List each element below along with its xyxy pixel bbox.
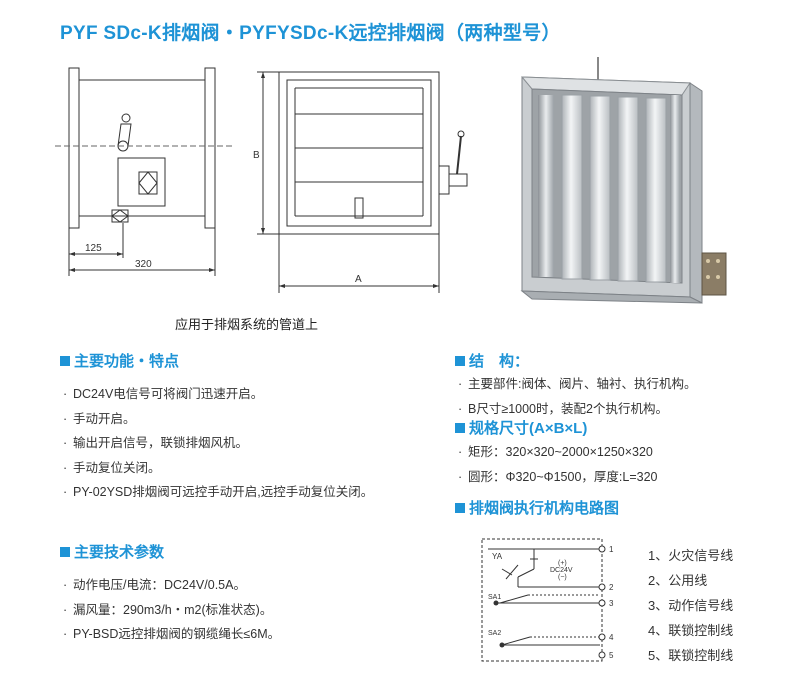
tech-heading: 主要技术参数 [60,541,164,562]
list-item: 手动复位关闭。 [63,456,373,481]
list-item: 手动开启。 [63,407,373,432]
product-photo [520,57,727,304]
drawing-caption: 应用于排烟系统的管道上 [175,317,319,332]
list-item: 输出开启信号，联锁排烟风机。 [63,431,373,456]
list-item: PY-02YSD排烟阀可远控手动开启,远控手动复位关闭。 [63,480,373,505]
side-view-drawing: 125 320 [55,67,235,276]
list-item: 主要部件:阀体、阀片、轴衬、执行机构。 [458,372,696,397]
circuit-heading: 排烟阀执行机构电路图 [455,497,619,518]
dim-a-label: A [355,274,362,285]
plus-label: (+) [558,560,567,567]
ya-label: YA [492,552,503,561]
circuit-legend: 1、火灾信号线 2、公用线 3、动作信号线 4、联锁控制线 5、联锁控制线 [648,545,733,670]
terminal-label: 5 [609,651,614,660]
legend-item: 1、火灾信号线 [648,548,734,563]
terminal-label: 4 [609,633,614,642]
bullet-square-icon [455,356,465,366]
page-title: PYF SDc-K排烟阀・PYFYSDc-K远控排烟阀（两种型号） [60,23,561,44]
tech-list: 动作电压/电流：DC24V/0.5A。 漏风量：290m3/h・m2(标准状态)… [63,573,280,647]
list-item: 圆形：Φ320~Φ1500，厚度:L=320 [458,465,658,490]
list-item: 动作电压/电流：DC24V/0.5A。 [63,573,280,598]
list-item: PY-BSD远控排烟阀的钢缆绳长≤6M。 [63,622,280,647]
specs-heading: 规格尺寸(A×B×L) [455,417,587,438]
terminal-label: 2 [609,583,614,592]
legend-item: 4、联锁控制线 [648,623,734,638]
structure-list: 主要部件:阀体、阀片、轴衬、执行机构。 B尺寸≥1000时，装配2个执行机构。 [458,372,696,421]
legend-item: 2、公用线 [648,573,708,588]
specs-list: 矩形：320×320~2000×1250×320 圆形：Φ320~Φ1500，厚… [458,440,658,489]
list-item: B尺寸≥1000时，装配2个执行机构。 [458,397,696,422]
circuit-diagram: YA (+) DC24V (−) SA1 SA2 1 2 3 4 5 [481,538,614,662]
dim-b-label: B [253,150,260,161]
list-item: DC24V电信号可将阀门迅速开启。 [63,382,373,407]
legend-item: 5、联锁控制线 [648,648,734,663]
list-item: 漏风量：290m3/h・m2(标准状态)。 [63,598,280,623]
features-heading: 主要功能・特点 [60,350,179,371]
sa2-label: SA2 [488,630,501,637]
legend-item: 3、动作信号线 [648,598,734,613]
list-item: 矩形：320×320~2000×1250×320 [458,440,658,465]
bullet-square-icon [60,356,70,366]
bullet-square-icon [455,423,465,433]
dim-125-label: 125 [85,243,102,254]
features-list: DC24V电信号可将阀门迅速开启。 手动开启。 输出开启信号，联锁排烟风机。 手… [63,382,373,505]
terminal-label: 1 [609,545,614,554]
dim-320-label: 320 [135,259,152,270]
terminal-label: 3 [609,599,614,608]
structure-heading: 结 构： [455,350,529,371]
front-view-drawing: B A [253,71,468,293]
dc-label: DC24V [550,567,573,574]
sa1-label: SA1 [488,594,501,601]
minus-label: (−) [558,574,567,581]
bullet-square-icon [60,547,70,557]
bullet-square-icon [455,503,465,513]
